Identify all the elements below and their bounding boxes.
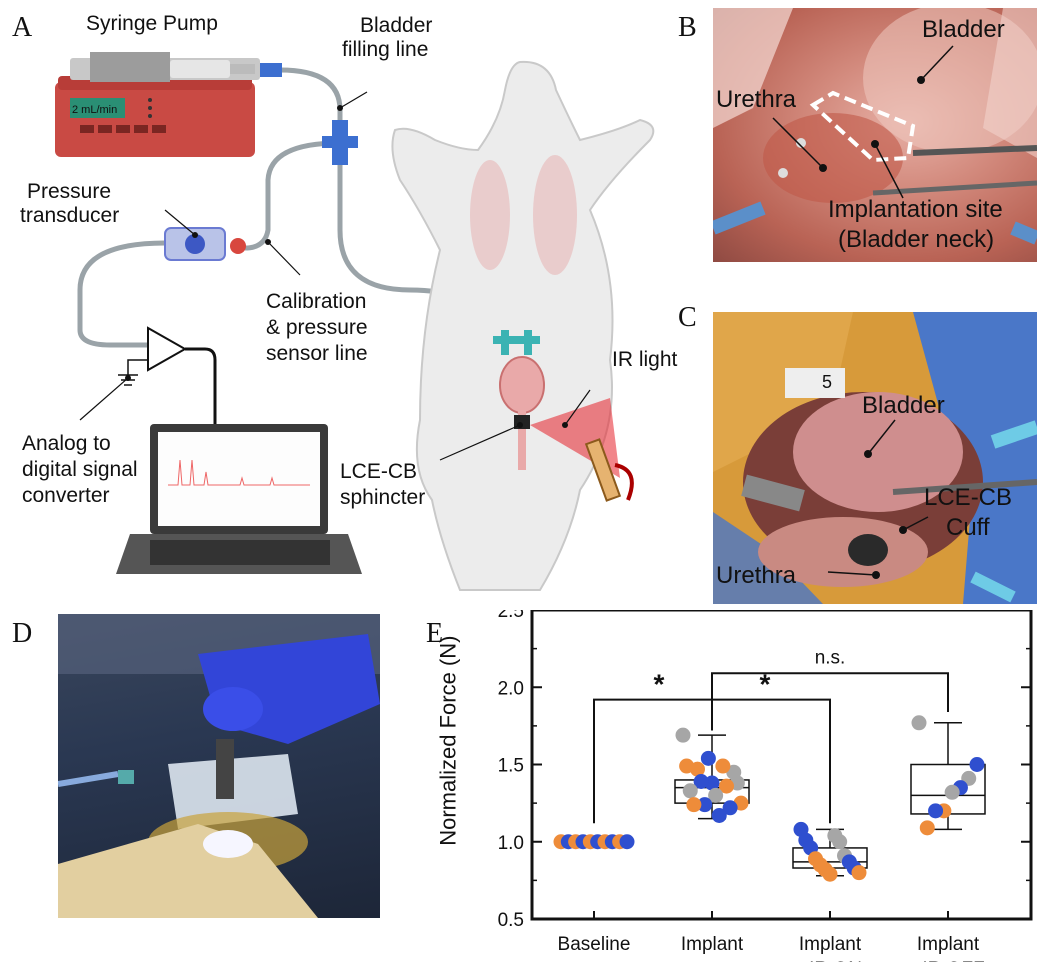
syringe-pump-label: Syringe Pump <box>86 12 218 35</box>
y-tick-label: 1.0 <box>498 833 524 854</box>
calibration-tube <box>244 140 341 251</box>
bladder-illustration <box>493 330 545 470</box>
calibration-label-3: sensor line <box>266 342 368 365</box>
x-tick-label-line2: +IR OFF <box>911 959 984 962</box>
data-point-gray <box>708 787 724 803</box>
data-point-blue <box>722 800 738 816</box>
data-point-orange <box>919 820 935 836</box>
significance-label: * <box>760 669 771 700</box>
ir-light-label: IR light <box>612 348 678 371</box>
data-point-gray <box>675 727 691 743</box>
panel-a-illustration: 2 mL/min <box>55 52 655 591</box>
significance-label: * <box>654 669 665 700</box>
data-point-orange <box>686 797 702 813</box>
data-point-gray <box>911 715 927 731</box>
panel-b-urethra-label: Urethra <box>716 86 797 113</box>
three-way-valve-icon <box>322 120 358 165</box>
panel-c-surgical-photo <box>713 312 1037 604</box>
data-point-gray <box>832 834 848 850</box>
panel-b-site-label-1: Implantation site <box>828 196 1003 223</box>
data-point-orange <box>822 866 838 882</box>
y-tick-label: 0.5 <box>498 910 524 931</box>
panel-d-surgical-photo <box>58 614 380 918</box>
calibration-label-2: & pressure <box>266 316 368 339</box>
syringe-pump-icon <box>55 52 260 157</box>
sphincter-label-1: LCE-CB <box>340 460 418 483</box>
amplifier-icon <box>118 326 217 425</box>
x-tick-label: Implant <box>681 934 744 955</box>
panel-c-ruler-mark: 5 <box>822 372 833 392</box>
y-tick-label: 2.0 <box>498 678 524 699</box>
rabbit-illustration <box>391 60 655 591</box>
bladder-filling-line-label-2: filling line <box>342 38 429 61</box>
panel-b-bladder-label: Bladder <box>922 16 1005 43</box>
panel-c-cuff-label-2: Cuff <box>946 514 990 541</box>
data-point-gray <box>944 784 960 800</box>
x-tick-label-line2: +IR ON <box>798 959 862 962</box>
transducer-tube <box>77 240 166 348</box>
data-point-orange <box>679 758 695 774</box>
data-point-blue <box>711 807 727 823</box>
panel-c-letter: C <box>678 302 697 333</box>
data-point-blue <box>693 773 709 789</box>
data-point-gray <box>682 783 698 799</box>
sphincter-label-2: sphincter <box>340 486 426 509</box>
significance-label: n.s. <box>815 647 846 668</box>
pump-display-text: 2 mL/min <box>72 104 117 116</box>
data-point-blue <box>928 803 944 819</box>
pressure-transducer-icon <box>164 227 246 261</box>
data-point-orange <box>851 865 867 881</box>
data-point-orange <box>719 778 734 794</box>
data-point-blue <box>619 834 635 850</box>
significance-bracket <box>711 672 949 731</box>
data-point-blue <box>700 750 716 766</box>
data-point-orange <box>715 758 731 774</box>
pressure-transducer-label-1: Pressure <box>27 180 112 203</box>
adc-label-2: digital signal <box>22 458 138 481</box>
x-tick-label: Baseline <box>558 934 631 955</box>
adc-label-3: converter <box>22 484 110 507</box>
y-tick-label: 2.5 <box>498 610 524 622</box>
panel-c-urethra-label: Urethra <box>716 562 797 589</box>
x-tick-label: Implant <box>917 934 980 955</box>
chart-ylabel: Normalized Force (N) <box>435 635 461 846</box>
ir-light-icon <box>530 398 634 502</box>
laptop-icon <box>116 424 362 574</box>
panel-c-bladder-label: Bladder <box>862 392 945 419</box>
data-point-blue <box>969 757 985 772</box>
pressure-transducer-label-2: transducer <box>20 204 120 227</box>
panel-b-letter: B <box>678 12 697 43</box>
panel-c-cuff-label-1: LCE-CB <box>924 484 1013 511</box>
y-tick-label: 1.5 <box>498 756 524 777</box>
calibration-label-1: Calibration <box>266 290 367 313</box>
panel-e-letter: E <box>426 618 444 649</box>
adc-label-1: Analog to <box>22 432 111 455</box>
x-tick-label: Implant <box>799 934 862 955</box>
panel-a-letter: A <box>12 12 33 43</box>
panel-b-site-label-2: (Bladder neck) <box>838 226 995 253</box>
panel-d-letter: D <box>12 618 33 649</box>
data-point-blue <box>697 797 713 813</box>
bladder-filling-line-label-1: Bladder <box>360 14 433 37</box>
panel-b-surgical-photo <box>713 8 1037 262</box>
